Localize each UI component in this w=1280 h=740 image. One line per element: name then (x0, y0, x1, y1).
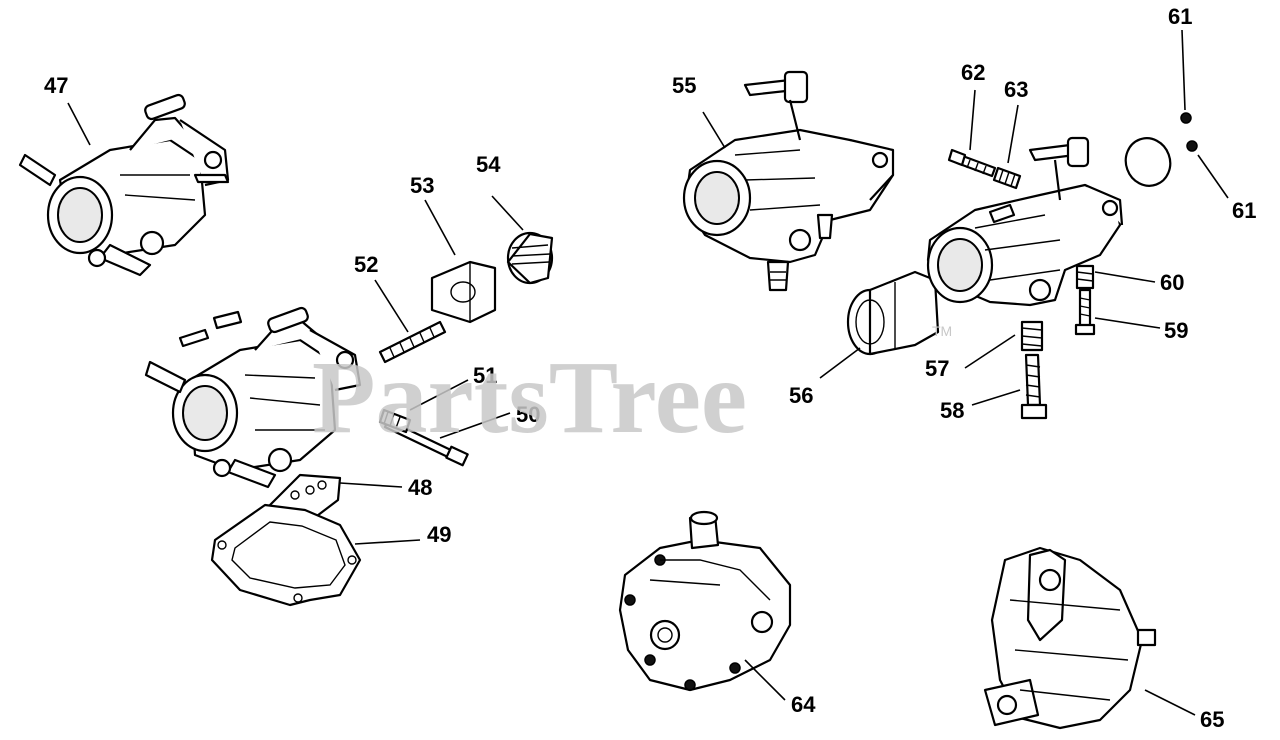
callout-50: 50 (516, 402, 540, 427)
part-61-cover[interactable] (1119, 112, 1198, 192)
watermark-trademark: TM (932, 323, 952, 339)
callout-47: 47 (44, 73, 68, 98)
part-52-stud[interactable] (378, 320, 447, 364)
callout-60: 60 (1160, 270, 1184, 295)
callout-65: 65 (1200, 707, 1224, 732)
part-55-carburetor[interactable] (682, 70, 895, 292)
callout-61-right: 61 (1232, 198, 1256, 223)
callout-61-top: 61 (1168, 4, 1192, 29)
part-60-spring[interactable] (1075, 264, 1095, 290)
part-51-spring[interactable] (378, 408, 412, 434)
callout-53: 53 (410, 173, 434, 198)
callout-57: 57 (925, 356, 949, 381)
callout-59: 59 (1164, 318, 1188, 343)
part-65-housing[interactable] (983, 546, 1157, 730)
part-49-gasket[interactable] (210, 503, 362, 607)
callout-58: 58 (940, 398, 964, 423)
callout-48: 48 (408, 475, 432, 500)
part-59-screw[interactable] (1074, 288, 1096, 336)
part-58-screw[interactable] (1020, 353, 1048, 420)
callout-55: 55 (672, 73, 696, 98)
watermark-logo: PartsTree (312, 340, 747, 455)
part-53-spacer[interactable] (430, 260, 497, 324)
part-63-spring[interactable] (992, 166, 1022, 190)
callout-62: 62 (961, 60, 985, 85)
part-54-filter[interactable] (506, 231, 554, 285)
callout-64: 64 (791, 692, 816, 717)
part-47-carburetor[interactable] (18, 93, 230, 277)
callout-49: 49 (427, 522, 451, 547)
callout-56: 56 (789, 383, 813, 408)
callout-51: 51 (473, 363, 497, 388)
callout-54: 54 (476, 152, 501, 177)
carburetor-body-right[interactable] (926, 136, 1124, 307)
part-57-spring[interactable] (1020, 320, 1044, 352)
callout-63: 63 (1004, 77, 1028, 102)
part-64-regulator[interactable] (618, 510, 792, 692)
part-56-adapter[interactable] (846, 270, 940, 356)
carburetor-body-left[interactable] (144, 306, 362, 489)
callout-52: 52 (354, 252, 378, 277)
part-62-screw[interactable] (947, 148, 997, 178)
